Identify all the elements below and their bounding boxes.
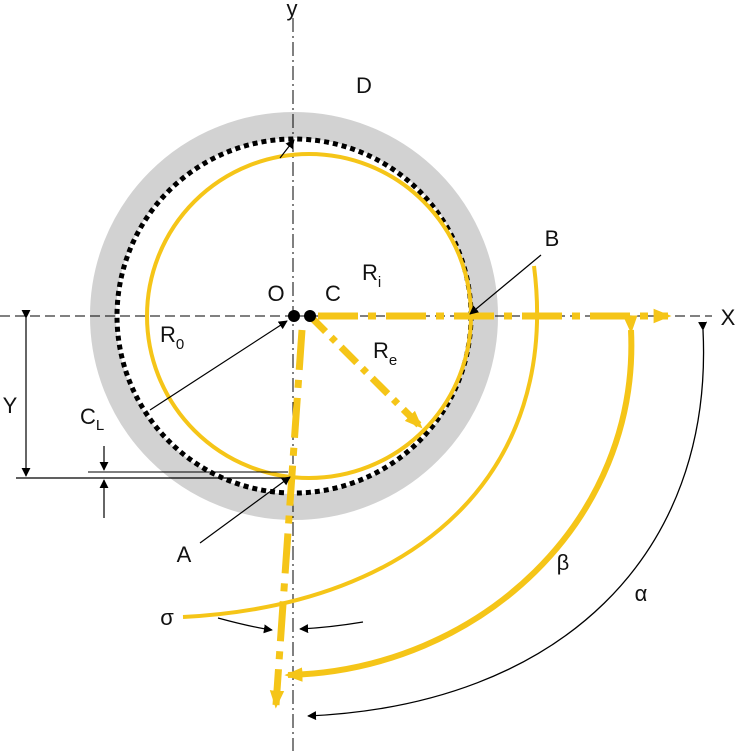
- label-o: O: [267, 281, 284, 306]
- label-b: B: [545, 226, 560, 251]
- center-o-dot: [288, 310, 300, 322]
- label-beta: β: [557, 550, 570, 575]
- sigma-arrow-right: [299, 621, 364, 634]
- label-a: A: [177, 542, 192, 567]
- alpha-arc: [307, 321, 708, 721]
- label-alpha: α: [635, 581, 648, 606]
- label-sigma: σ: [160, 605, 174, 630]
- label-y-dimension: Y: [3, 393, 18, 418]
- r0-leader: [149, 320, 288, 411]
- label-r0: R0: [160, 322, 184, 353]
- label-re: Re: [373, 338, 397, 369]
- d-leader: [279, 139, 295, 159]
- label-ri: Ri: [362, 260, 381, 291]
- x-axis-label: X: [721, 305, 735, 330]
- re-radius-arrow: [307, 313, 423, 429]
- y-axis-label: y: [287, 0, 298, 21]
- sigma-arrow-left: [217, 617, 273, 634]
- label-cl: CL: [80, 404, 104, 434]
- label-d: D: [356, 73, 372, 98]
- label-c: C: [325, 281, 341, 306]
- center-c-dot: [304, 310, 316, 322]
- a-leader: [199, 476, 291, 544]
- b-leader: [469, 254, 542, 315]
